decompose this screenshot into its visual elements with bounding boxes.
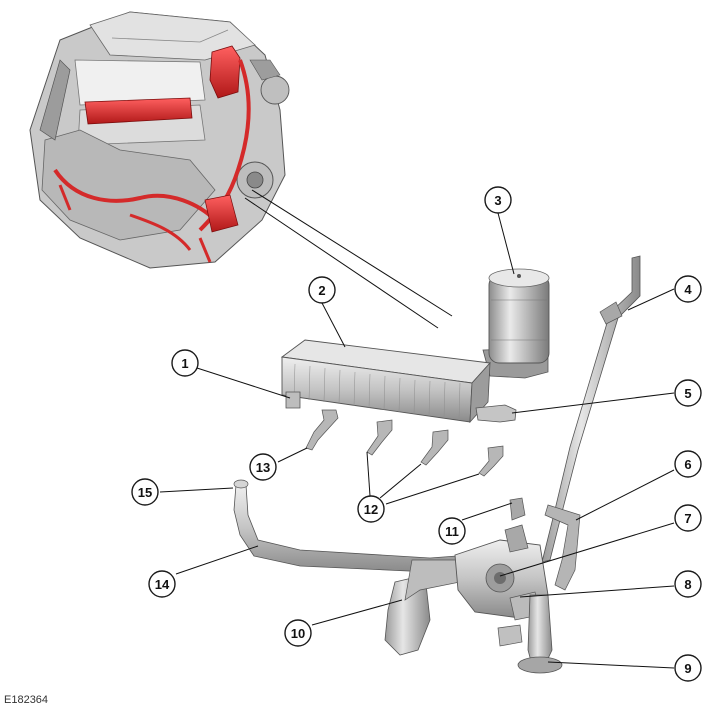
- callout-8-label: 8: [684, 577, 691, 592]
- oil-pickup-pipe: [233, 479, 476, 573]
- callout-13: 13: [249, 453, 277, 481]
- engine-assembly: [29, 11, 290, 269]
- callout-12-label: 12: [364, 502, 378, 517]
- callout-14-label: 14: [155, 577, 170, 592]
- callout-6: 6: [674, 450, 702, 478]
- callout-7-label: 7: [684, 511, 691, 526]
- callout-1-label: 1: [181, 356, 188, 371]
- figure-reference: E182364: [4, 694, 49, 706]
- pickup-strainer-9: [497, 594, 563, 674]
- callout-8: 8: [674, 570, 702, 598]
- oil-cooler: [280, 339, 517, 424]
- callout-2-label: 2: [318, 283, 325, 298]
- part-11: [509, 497, 526, 521]
- callout-6-label: 6: [684, 457, 691, 472]
- callout-1: 1: [171, 349, 199, 377]
- bracket-6: [544, 504, 581, 591]
- callout-13-label: 13: [256, 460, 270, 475]
- callout-10-label: 10: [291, 626, 305, 641]
- lower-pipe-10: [384, 559, 471, 656]
- zoom-extension-lines: [244, 189, 453, 329]
- callout-5: 5: [674, 379, 702, 407]
- callout-3: 3: [484, 186, 512, 214]
- callout-11-label: 11: [445, 524, 459, 539]
- callout-4: 4: [674, 275, 702, 303]
- callout-5-label: 5: [684, 386, 691, 401]
- callout-3-label: 3: [494, 193, 501, 208]
- callout-10: 10: [284, 619, 312, 647]
- dipstick-tube: [541, 255, 641, 563]
- callout-11: 11: [438, 517, 466, 545]
- callout-12: 12: [357, 495, 385, 523]
- callout-9: 9: [674, 654, 702, 682]
- callout-15-label: 15: [138, 485, 152, 500]
- callout-2: 2: [308, 276, 336, 304]
- oil-filter-canister: [482, 268, 550, 379]
- callout-4-label: 4: [684, 282, 692, 297]
- leader-lines: [159, 212, 675, 669]
- callout-9-label: 9: [684, 661, 691, 676]
- callout-15: 15: [131, 478, 159, 506]
- callout-7: 7: [674, 504, 702, 532]
- sensor-13: [305, 409, 339, 451]
- jets-12: [366, 419, 504, 477]
- callout-14: 14: [148, 570, 176, 598]
